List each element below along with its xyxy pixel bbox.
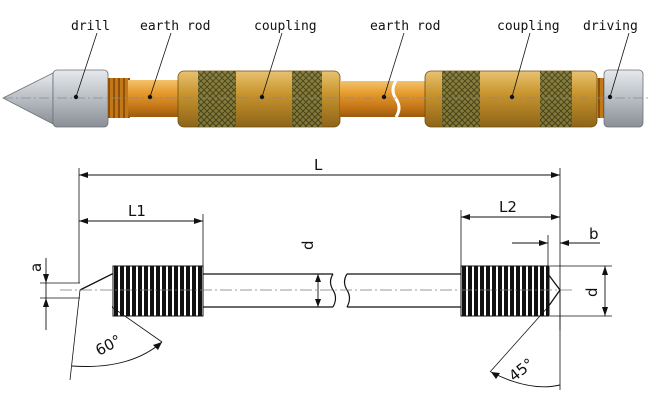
label-coupling-2: coupling xyxy=(497,19,560,34)
dim-b: b xyxy=(589,225,599,243)
label-coupling-1: coupling xyxy=(254,19,317,34)
dim-L2: L2 xyxy=(499,198,517,216)
label-earth-rod-1: earth rod xyxy=(140,19,210,34)
label-drill: drill xyxy=(71,19,110,34)
technical-drawing xyxy=(40,168,612,390)
dim-d-outer: d xyxy=(583,287,601,297)
coupling-1 xyxy=(177,70,341,128)
label-driving: driving xyxy=(583,19,638,34)
leader-lines xyxy=(73,32,630,100)
dim-a: a xyxy=(27,263,45,272)
dim-d-inner: d xyxy=(299,240,317,250)
label-earth-rod-2: earth rod xyxy=(370,19,440,34)
angle-60: 60° xyxy=(92,331,124,359)
dim-L: L xyxy=(314,156,323,174)
assembly-illustration: drill earth rod coupling earth rod coupl… xyxy=(2,19,648,128)
coupling-2 xyxy=(424,70,598,128)
drill-tip xyxy=(2,72,54,125)
earth-rod-1 xyxy=(128,80,180,117)
drill-body xyxy=(52,69,109,128)
dim-L1: L1 xyxy=(128,202,146,220)
thread-left xyxy=(112,265,204,317)
thread-right xyxy=(460,265,550,317)
